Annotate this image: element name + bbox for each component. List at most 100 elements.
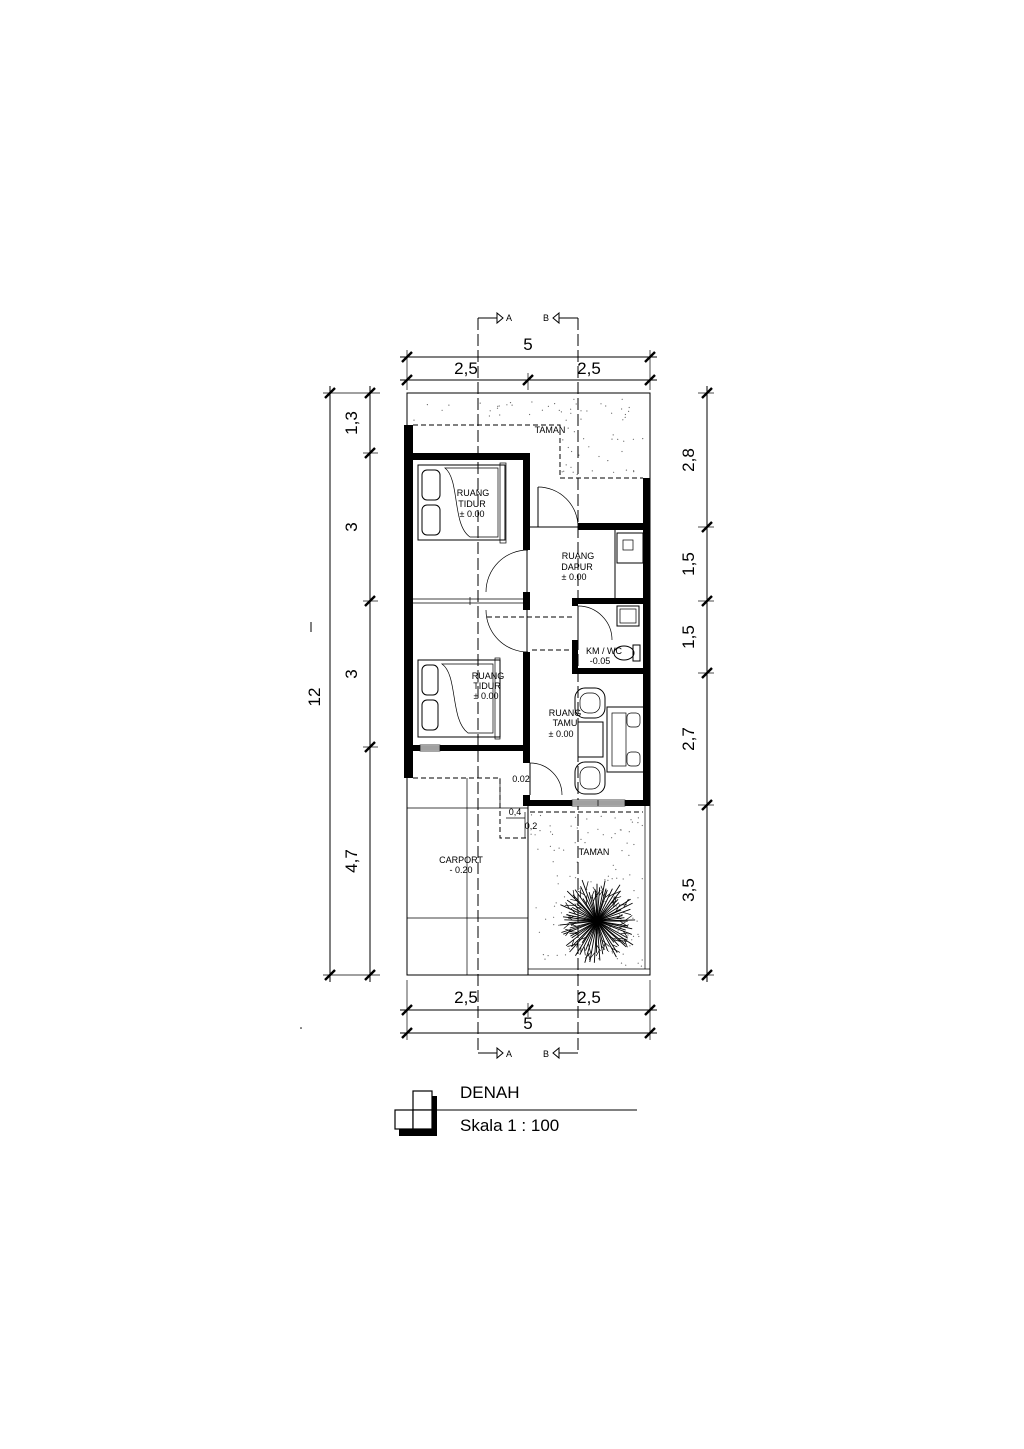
armchair-1 [574,687,606,719]
dimension-tick [701,521,713,533]
tree-branch [596,919,636,922]
stipple-dot [621,850,623,852]
entry-level: 0.02 [512,774,530,784]
plan-symbol-square-top [412,1090,433,1111]
stipple-dot [534,834,536,836]
stipple-dot [621,450,623,453]
stipple-dot [553,916,555,918]
step-width-label: 0,4 [509,807,522,817]
carport-level: - 0.20 [449,865,472,875]
stipple-dot [600,815,602,818]
tree-twig [570,923,577,927]
tree-branch [596,920,634,946]
stipple-dot [530,814,533,816]
bathroom-door-swing [577,605,613,641]
stipple-dot [637,897,639,899]
stipple-dot [632,438,635,440]
stipple-dot [511,404,513,406]
bedroom-2-level: ± 0.00 [474,691,499,701]
stipple-dot [619,914,621,916]
kitchen-sink [616,532,644,564]
tree-twig [587,943,591,953]
bedroom-1-door-swing [485,549,529,593]
stipple-dot [614,833,616,835]
tree-twig [583,946,586,956]
tree-branch [596,920,601,961]
stipple-dot [611,878,613,880]
kitchen-label-line1: RUANG [562,551,595,561]
stipple-dot [560,912,563,914]
stipple-dot [629,874,631,876]
stipple-dot [590,881,592,883]
armchair-2 [574,761,606,795]
stipple-dot [572,471,574,473]
bathroom-left-wall-upper [572,598,578,606]
dimension-tick [364,969,376,981]
tree-branch [565,920,598,947]
stipple-dot [538,931,541,933]
stipple-dot [607,879,609,882]
stipple-dot [628,831,630,833]
tree-branch [596,920,627,948]
bedroom-2-door-swing [485,609,529,653]
furniture [417,462,646,795]
bathroom-level: -0.05 [590,656,611,666]
entry-wall-lower [523,795,530,806]
stipple-dot [607,460,609,462]
stipple-dot [620,829,622,831]
sofa-cushion-1 [626,712,641,728]
dim-right-segment-3: 1,5 [679,625,698,649]
tree-twig [572,890,576,899]
stipple-dot [573,431,576,433]
stipple-dot [611,438,613,440]
stipple-dot [630,819,632,821]
bedroom-2-label-line1: RUANG [472,671,505,681]
plan-symbol-square-right [412,1109,433,1130]
tree-symbol [559,879,636,963]
living-window-frame [571,799,626,807]
stipple-dot [561,471,563,473]
tree-branch [568,911,598,922]
stipple-dot [588,446,590,448]
sofa-cushion-2 [626,751,641,767]
stipple-dot [602,834,604,836]
stipple-dot [616,958,619,960]
stipple-dot [578,454,580,456]
stipple-dot [565,464,567,466]
tree-twig [625,915,633,921]
stipple-dot [627,934,629,936]
bedroom-2-right-wall [523,652,530,750]
stipple-dot [622,878,624,880]
stipple-dot [551,833,554,836]
tree-twig [601,890,605,897]
section-a-top-arrow-icon [496,311,504,325]
stipple-dot [539,814,542,817]
tree-twig [595,950,600,957]
tree-twig [618,925,624,929]
kitchen-door-swing [537,486,579,528]
dimension-tick [522,1004,534,1016]
bed-1-blanket [444,467,499,538]
stipple-dot [611,412,613,414]
stipple-dot [620,962,623,964]
stipple-dot [633,470,635,472]
dim-bottom-right: 2,5 [577,988,601,1007]
stipple-dot [600,403,602,405]
stipple-dot [611,950,613,953]
tree-branch [596,908,631,922]
stipple-dot [642,438,644,440]
stipple-dot [542,954,545,956]
living-level: ± 0.00 [549,729,574,739]
stipple-dot [537,848,539,850]
entry-wall-upper [523,751,530,763]
tree-twig [613,898,617,908]
stipple-dot [622,419,624,421]
stipple-dot [637,817,640,819]
stipple-dot [547,405,550,407]
stipple-dot [612,434,614,436]
armchair-1-seat [579,692,601,714]
stipple-dot [633,843,635,846]
sofa-seat [611,712,627,767]
dimension-tick [364,595,376,607]
stipple-dot [555,902,557,904]
